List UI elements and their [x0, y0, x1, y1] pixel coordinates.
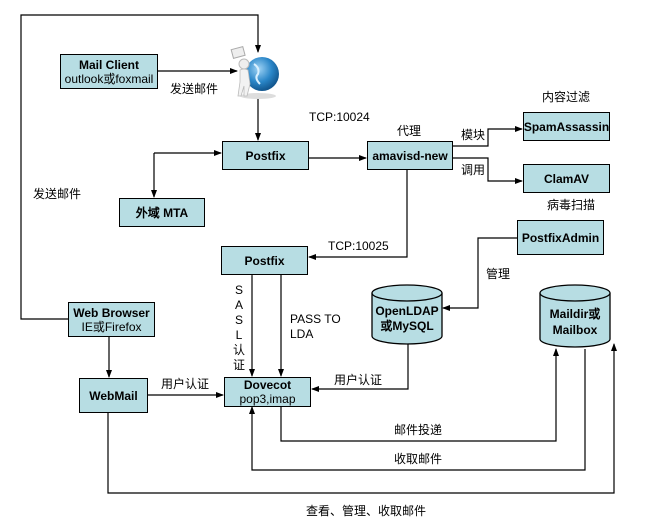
label-fetch-mail: 收取邮件	[394, 452, 443, 466]
openldap-line2: 或MySQL	[380, 319, 434, 333]
web-browser-subtitle: IE或Firefox	[81, 319, 142, 334]
foreign-mta-node: 外域 MTA	[119, 198, 205, 227]
edge-view-manage	[107, 343, 617, 494]
webmail-title: WebMail	[89, 388, 138, 403]
sasl-char: S	[234, 313, 243, 327]
edge-fetch-mail	[249, 349, 586, 471]
webmail-node: WebMail	[79, 378, 148, 413]
spamassassin-node: SpamAssassin	[523, 112, 610, 141]
sasl-char: L	[235, 328, 243, 342]
edge-amavisd-to-spam	[453, 126, 523, 147]
label-sasl-auth: S A S L 认 证	[233, 283, 245, 373]
edge-amavisd-to-postfix2	[308, 170, 408, 260]
mail-client-title: Mail Client	[78, 57, 139, 72]
openldap-line1: OpenLDAP	[375, 304, 439, 318]
dovecot-node: Dovecot pop3,imap	[224, 377, 311, 407]
postfix-top-node: Postfix	[222, 141, 309, 170]
edge-ldap-to-dovecot	[311, 337, 411, 392]
label-manage: 管理	[486, 267, 511, 281]
amavisd-title: amavisd-new	[372, 148, 448, 163]
sasl-char: 认	[233, 343, 246, 357]
label-content-filter: 内容过滤	[542, 90, 591, 104]
label-pass-to-lda-1: PASS TO	[290, 312, 341, 326]
label-mail-delivery: 邮件投递	[394, 423, 443, 437]
mail-client-node: Mail Client outlook或foxmail	[60, 54, 158, 89]
maildir-line1: Maildir或	[549, 307, 601, 321]
label-tcp-10025: TCP:10025	[328, 239, 389, 253]
internet-globe-icon	[228, 44, 284, 100]
edge-admin-to-ldap	[442, 237, 517, 311]
label-send-mail-browser: 发送邮件	[33, 187, 82, 201]
label-tcp-10024: TCP:10024	[309, 110, 370, 124]
edge-amavisd-to-clamav	[453, 157, 523, 184]
amavisd-node: amavisd-new	[367, 141, 453, 170]
clamav-node: ClamAV	[523, 164, 610, 193]
web-browser-title: Web Browser	[73, 305, 150, 320]
postfixadmin-node: PostfixAdmin	[517, 220, 604, 255]
label-view-manage-fetch: 查看、管理、收取邮件	[306, 504, 427, 518]
label-proxy: 代理	[397, 124, 422, 138]
openldap-database-node: OpenLDAP 或MySQL	[371, 284, 443, 346]
postfix-bottom-node: Postfix	[221, 246, 308, 275]
database-cylinder-icon	[371, 284, 443, 345]
mail-client-subtitle: outlook或foxmail	[64, 71, 154, 86]
web-browser-node: Web Browser IE或Firefox	[68, 302, 155, 337]
sasl-char: A	[234, 298, 243, 312]
label-pass-to-lda-2: LDA	[290, 327, 314, 341]
label-module: 模块	[461, 128, 486, 142]
edge-mail-delivery	[280, 348, 559, 442]
maildir-storage-node: Maildir或 Mailbox	[539, 283, 611, 349]
postfix-top-title: Postfix	[245, 148, 286, 163]
sasl-char: S	[234, 283, 243, 297]
postfixadmin-title: PostfixAdmin	[521, 230, 600, 245]
maildir-line2: Mailbox	[552, 323, 598, 337]
label-send-mail-client: 发送邮件	[170, 82, 219, 96]
label-virus-scan: 病毒扫描	[547, 198, 596, 212]
label-invoke: 调用	[461, 163, 486, 177]
spamassassin-title: SpamAssassin	[523, 119, 610, 134]
dovecot-title: Dovecot	[243, 378, 292, 392]
edge-browser-to-globe	[20, 14, 261, 320]
sasl-char: 证	[233, 358, 246, 372]
foreign-mta-title: 外域 MTA	[135, 205, 189, 220]
label-user-auth-webmail: 用户认证	[161, 377, 210, 391]
clamav-title: ClamAV	[543, 171, 590, 186]
label-user-auth-ldap: 用户认证	[334, 373, 383, 387]
dovecot-subtitle: pop3,imap	[239, 392, 296, 406]
storage-cylinder-icon	[539, 284, 611, 348]
postfix-bottom-title: Postfix	[244, 253, 285, 268]
